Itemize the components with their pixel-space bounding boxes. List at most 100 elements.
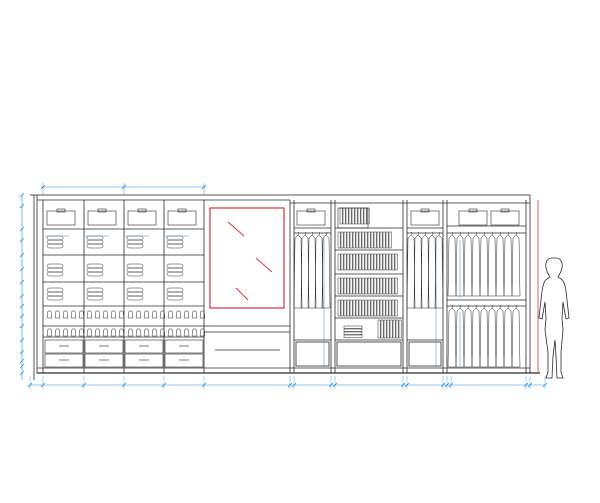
left-dimension-tick [19, 303, 25, 309]
left-dimension-tick [19, 293, 25, 299]
shoe [183, 310, 190, 319]
left-dimension-tick [19, 279, 25, 285]
hanger-hook [451, 304, 454, 309]
book [376, 231, 380, 249]
folded-garment [86, 295, 104, 301]
hanger-hook [311, 231, 314, 236]
human-figure-silhouette [538, 257, 570, 379]
book [346, 253, 350, 271]
book [370, 253, 374, 271]
book [385, 253, 389, 271]
book [373, 277, 377, 295]
shoe [127, 328, 134, 337]
hanging-garment [487, 234, 497, 297]
shoe [151, 310, 158, 319]
book [348, 207, 352, 225]
hanger-hook [499, 231, 502, 236]
book [349, 277, 353, 295]
shoe [78, 310, 85, 319]
hanger-hook [475, 304, 478, 309]
book [367, 253, 371, 271]
shoe [118, 328, 125, 337]
hanger-hook [467, 231, 470, 236]
shoe [118, 310, 125, 319]
hanging-garment [447, 307, 457, 368]
drawer [84, 339, 124, 354]
book [388, 253, 392, 271]
book [367, 299, 371, 317]
hanging-garment [495, 307, 505, 368]
book [366, 207, 370, 225]
hanger-hook [483, 231, 486, 236]
mirror-frame [209, 207, 285, 309]
shoe [86, 328, 93, 337]
shoe [86, 310, 93, 319]
folded-garment [46, 243, 64, 249]
book [383, 319, 387, 339]
book [379, 231, 383, 249]
book-shelves [337, 207, 402, 339]
book [382, 231, 386, 249]
book [391, 299, 395, 317]
shoe-rows [46, 310, 206, 337]
shoe [199, 328, 206, 337]
shoe [135, 328, 142, 337]
book [352, 277, 356, 295]
book [370, 231, 374, 249]
hanger-hook [459, 304, 462, 309]
drawer [84, 353, 124, 368]
book [364, 277, 368, 295]
book [354, 207, 358, 225]
hanging-garment [434, 234, 444, 309]
book [373, 299, 377, 317]
hanger-hook [483, 304, 486, 309]
book [355, 253, 359, 271]
shoe [54, 310, 61, 319]
mirror-glint [227, 221, 245, 237]
book [394, 277, 398, 295]
left-dimension-tick [19, 349, 25, 355]
shoe [175, 310, 182, 319]
book [391, 253, 395, 271]
hanger-hook [424, 231, 427, 236]
drawer [164, 353, 204, 368]
book [343, 231, 347, 249]
folded-garment [166, 295, 184, 301]
hanger-hook [438, 231, 441, 236]
hanger-hook [467, 304, 470, 309]
bay-drawer [336, 341, 402, 367]
hanger-hook [515, 304, 518, 309]
hanging-garment [487, 307, 497, 368]
book [364, 299, 368, 317]
hanging-garment [455, 307, 465, 368]
stacked-book [343, 328, 363, 332]
storage-box [87, 210, 117, 226]
stacked-book [343, 334, 363, 338]
storage-box-handle [56, 208, 66, 213]
hanging-garment [471, 307, 481, 368]
shoe [183, 328, 190, 337]
book [363, 207, 367, 225]
left-dimension-tick [19, 237, 25, 243]
shoe [159, 328, 166, 337]
hanging-garment [479, 307, 489, 368]
storage-box [296, 210, 326, 226]
shoe [110, 310, 117, 319]
dimension-annotations [19, 183, 548, 389]
shoe [70, 310, 77, 319]
book [340, 231, 344, 249]
book [343, 277, 347, 295]
book [337, 299, 341, 317]
book [380, 319, 384, 339]
shoe [143, 310, 150, 319]
left-dimension-tick [19, 226, 25, 232]
left-dimension-tick [19, 266, 25, 272]
book [358, 299, 362, 317]
drawers [44, 339, 204, 368]
left-dimension-tick [19, 358, 25, 364]
hanger-hook [304, 231, 307, 236]
drawer [124, 353, 164, 368]
storage-box [490, 210, 520, 226]
hanging-garment [479, 234, 489, 297]
hanging-garment [511, 234, 521, 297]
